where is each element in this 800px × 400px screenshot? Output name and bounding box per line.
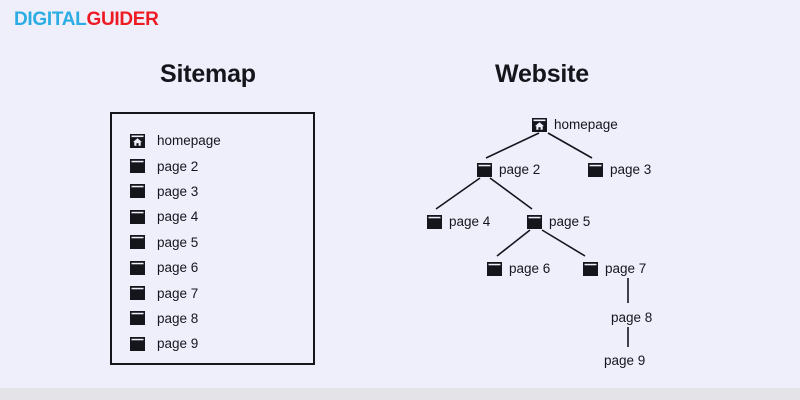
sitemap-item-label: page 2 [157,158,199,174]
tree-edge-homepage-to-page3 [547,132,593,159]
sitemap-item-page-3[interactable]: page 3 [130,179,221,204]
web-page-icon [427,214,442,229]
tree-node-page2[interactable]: page 2 [477,162,540,177]
home-page-icon [532,117,547,132]
tree-node-page4[interactable]: page 4 [427,214,490,229]
brand-logo-guider: GUIDER [86,9,159,30]
web-page-icon [130,184,145,199]
web-page-icon [130,286,145,301]
sitemap-item-label: page 3 [157,183,199,199]
sitemap-item-page-8[interactable]: page 8 [130,306,221,331]
sitemap-panel-title: Sitemap [160,60,256,88]
tree-edge-page5-to-page7 [541,229,586,257]
tree-node-label: page 6 [509,261,551,276]
sitemap-item-homepage[interactable]: homepage [130,128,221,153]
home-page-icon [130,133,145,148]
web-page-icon [130,311,145,326]
tree-node-label: page 7 [605,261,647,276]
tree-node-label: page 4 [449,214,491,229]
sitemap-item-label: page 8 [157,310,199,326]
sitemap-item-label: page 5 [157,234,199,250]
tree-node-page5[interactable]: page 5 [527,214,590,229]
sitemap-item-page-5[interactable]: page 5 [130,230,221,255]
sitemap-item-page-9[interactable]: page 9 [130,331,221,356]
tree-edge-page5-to-page6 [496,229,531,257]
tree-node-page3[interactable]: page 3 [588,162,651,177]
web-page-icon [130,235,145,250]
sitemap-item-label: homepage [157,133,221,149]
sitemap-item-page-2[interactable]: page 2 [130,153,221,178]
sitemap-list: homepage page 2 page 3 page 4 page 5 page 6 pa… [130,128,221,357]
tree-node-page6[interactable]: page 6 [487,261,550,276]
tree-node-page7[interactable]: page 7 [583,261,646,276]
tree-edge-homepage-to-page2 [485,132,540,159]
tree-edge-page2-to-page5 [489,177,533,210]
sitemap-item-label: page 7 [157,285,199,301]
sitemap-item-page-4[interactable]: page 4 [130,204,221,229]
web-page-icon [527,214,542,229]
tree-node-label: page 3 [610,162,652,177]
tree-edge-page2-to-page4 [435,177,481,210]
web-page-icon [583,261,598,276]
sitemap-item-page-7[interactable]: page 7 [130,280,221,305]
sitemap-item-label: page 4 [157,209,199,225]
web-page-icon [130,336,145,351]
tree-node-page9[interactable]: page 9 [604,353,645,368]
tree-node-label: page 2 [499,162,541,177]
bottom-band [0,388,800,400]
web-page-icon [588,162,603,177]
tree-node-label: page 8 [611,310,653,325]
website-panel-title: Website [495,60,589,88]
web-page-icon [130,260,145,275]
tree-node-label: homepage [554,117,618,132]
tree-node-homepage[interactable]: homepage [532,117,618,132]
brand-logo-digital: DIGITAL [14,9,87,30]
sitemap-item-label: page 6 [157,260,199,276]
web-page-icon [130,209,145,224]
tree-node-label: page 5 [549,214,591,229]
tree-node-page8[interactable]: page 8 [611,310,652,325]
sitemap-item-page-6[interactable]: page 6 [130,255,221,280]
sitemap-box: homepage page 2 page 3 page 4 page 5 page 6 pa… [110,112,315,365]
web-page-icon [130,159,145,174]
tree-node-label: page 9 [604,353,646,368]
web-page-icon [487,261,502,276]
web-page-icon [477,162,492,177]
sitemap-item-label: page 9 [157,336,199,352]
brand-logo: DIGITALGUIDER [14,10,159,29]
